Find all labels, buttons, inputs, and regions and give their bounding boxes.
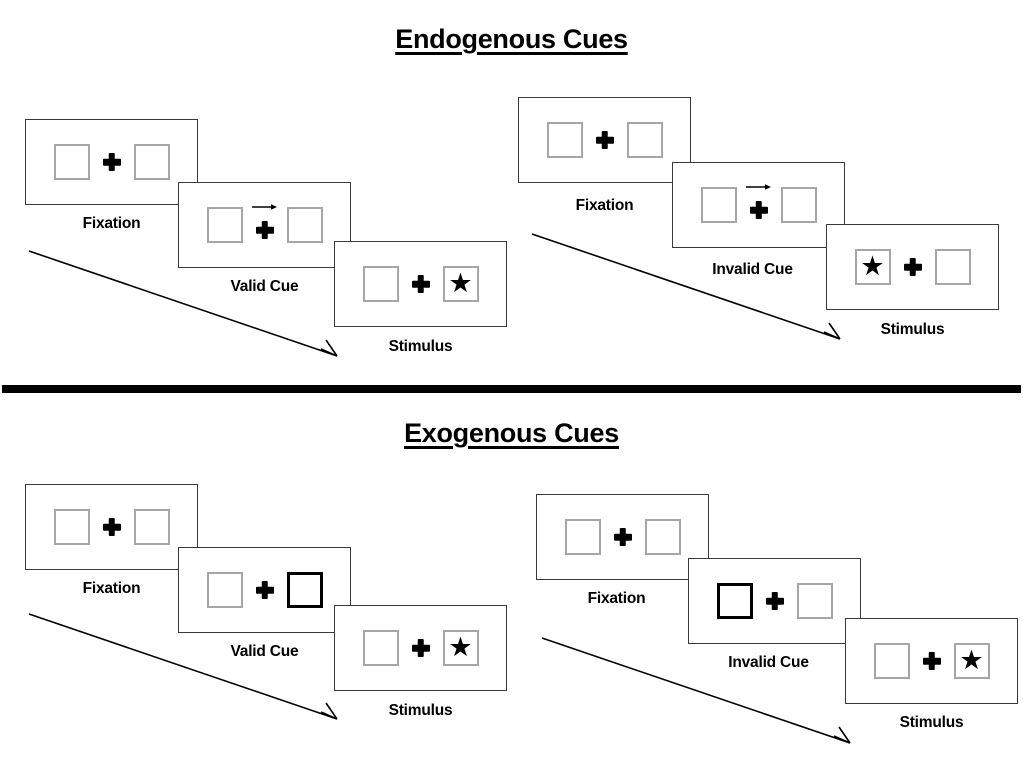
trial-frame-endogenous-invalid-cue [672, 162, 845, 248]
right-placeholder-box: ★ [442, 630, 479, 666]
right-placeholder-box [780, 187, 817, 223]
fixation-cross-icon [923, 652, 941, 670]
left-placeholder-box [206, 572, 243, 608]
frame-content [519, 98, 690, 182]
frame-content [26, 120, 197, 204]
frame-content: ★ [335, 242, 506, 326]
stage-label-endogenous-invalid-cue: Invalid Cue [712, 261, 793, 278]
left-placeholder-box [206, 207, 243, 243]
stage-label-endogenous-valid-fixation: Fixation [82, 215, 141, 232]
trial-frame-endogenous-valid-stimulus: ★ [334, 241, 507, 327]
trial-frame-exogenous-valid-cue [178, 547, 351, 633]
stage-label-exogenous-invalid-fixation: Fixation [587, 590, 646, 607]
fixation-cross-icon [904, 258, 922, 276]
star-stimulus-icon: ★ [448, 631, 473, 662]
stage-label-exogenous-valid-cue: Valid Cue [230, 643, 299, 660]
right-placeholder-box [133, 509, 170, 545]
right-placeholder-box [133, 144, 170, 180]
left-placeholder-box [700, 187, 737, 223]
left-placeholder-box [362, 630, 399, 666]
trial-frame-endogenous-valid-cue [178, 182, 351, 268]
trial-frame-exogenous-valid-fixation [25, 484, 198, 570]
frame-content [537, 495, 708, 579]
fixation-cross-icon [614, 528, 632, 546]
fixation-cross-icon [412, 275, 430, 293]
stage-label-exogenous-invalid-cue: Invalid Cue [728, 654, 809, 671]
fixation-cross-icon [103, 518, 121, 536]
fixation-cross-icon [412, 639, 430, 657]
left-placeholder-box [53, 144, 90, 180]
stage-label-exogenous-valid-fixation: Fixation [82, 580, 141, 597]
fixation-cross-icon [256, 581, 274, 599]
fixation-center [399, 625, 443, 671]
right-placeholder-box [934, 249, 971, 285]
left-placeholder-box [546, 122, 583, 158]
fixation-center [399, 261, 443, 307]
fixation-center [891, 244, 935, 290]
left-placeholder-box [53, 509, 90, 545]
star-stimulus-icon: ★ [959, 644, 984, 675]
right-placeholder-box: ★ [442, 266, 479, 302]
right-placeholder-box [286, 207, 323, 243]
trial-frame-endogenous-valid-fixation [25, 119, 198, 205]
left-placeholder-box: ★ [854, 249, 891, 285]
stage-label-endogenous-valid-stimulus: Stimulus [388, 338, 453, 355]
right-placeholder-box [796, 583, 833, 619]
time-flow-arrow-endogenous-valid [28, 250, 338, 357]
left-placeholder-box [362, 266, 399, 302]
left-placeholder-box [564, 519, 601, 555]
frame-content [179, 183, 350, 267]
section-divider [2, 385, 1021, 393]
trial-frame-exogenous-valid-stimulus: ★ [334, 605, 507, 691]
frame-content: ★ [335, 606, 506, 690]
trial-frame-exogenous-invalid-fixation [536, 494, 709, 580]
trial-frame-endogenous-invalid-fixation [518, 97, 691, 183]
star-stimulus-icon: ★ [448, 267, 473, 298]
frame-content [179, 548, 350, 632]
stage-label-exogenous-valid-stimulus: Stimulus [388, 702, 453, 719]
fixation-cross-icon [766, 592, 784, 610]
arrow-right-icon [251, 204, 277, 210]
fixation-center [910, 638, 954, 684]
fixation-cross-icon [750, 201, 768, 219]
time-flow-arrow-exogenous-valid [28, 613, 338, 720]
exogenous-section-title: Exogenous Cues [404, 418, 619, 448]
fixation-center [601, 514, 645, 560]
fixation-center [90, 504, 134, 550]
fixation-cross-icon [103, 153, 121, 171]
stage-label-exogenous-invalid-stimulus: Stimulus [899, 714, 964, 731]
endogenous-section-title: Endogenous Cues [395, 24, 628, 54]
star-stimulus-icon: ★ [860, 250, 885, 281]
frame-content [26, 485, 197, 569]
right-placeholder-box: ★ [953, 643, 990, 679]
stage-label-endogenous-invalid-stimulus: Stimulus [880, 321, 945, 338]
right-placeholder-box [644, 519, 681, 555]
trial-frame-exogenous-invalid-stimulus: ★ [845, 618, 1018, 704]
fixation-center [753, 578, 797, 624]
fixation-cross-icon [256, 221, 274, 239]
cue-center [737, 182, 781, 228]
trial-frame-endogenous-invalid-stimulus: ★ [826, 224, 999, 310]
fixation-center [90, 139, 134, 185]
left-placeholder-box [873, 643, 910, 679]
arrow-right-icon [745, 184, 771, 190]
stage-label-endogenous-valid-cue: Valid Cue [230, 278, 299, 295]
trial-frame-exogenous-invalid-cue [688, 558, 861, 644]
cue-center [243, 202, 287, 248]
frame-content: ★ [827, 225, 998, 309]
left-placeholder-box-cued [716, 583, 753, 619]
fixation-center [243, 567, 287, 613]
frame-content: ★ [846, 619, 1017, 703]
fixation-center [583, 117, 627, 163]
time-flow-arrow-endogenous-invalid [531, 233, 841, 340]
right-placeholder-box [626, 122, 663, 158]
frame-content [673, 163, 844, 247]
right-placeholder-box-cued [286, 572, 323, 608]
frame-content [689, 559, 860, 643]
time-flow-arrow-exogenous-invalid [541, 637, 851, 744]
stage-label-endogenous-invalid-fixation: Fixation [575, 197, 634, 214]
fixation-cross-icon [596, 131, 614, 149]
